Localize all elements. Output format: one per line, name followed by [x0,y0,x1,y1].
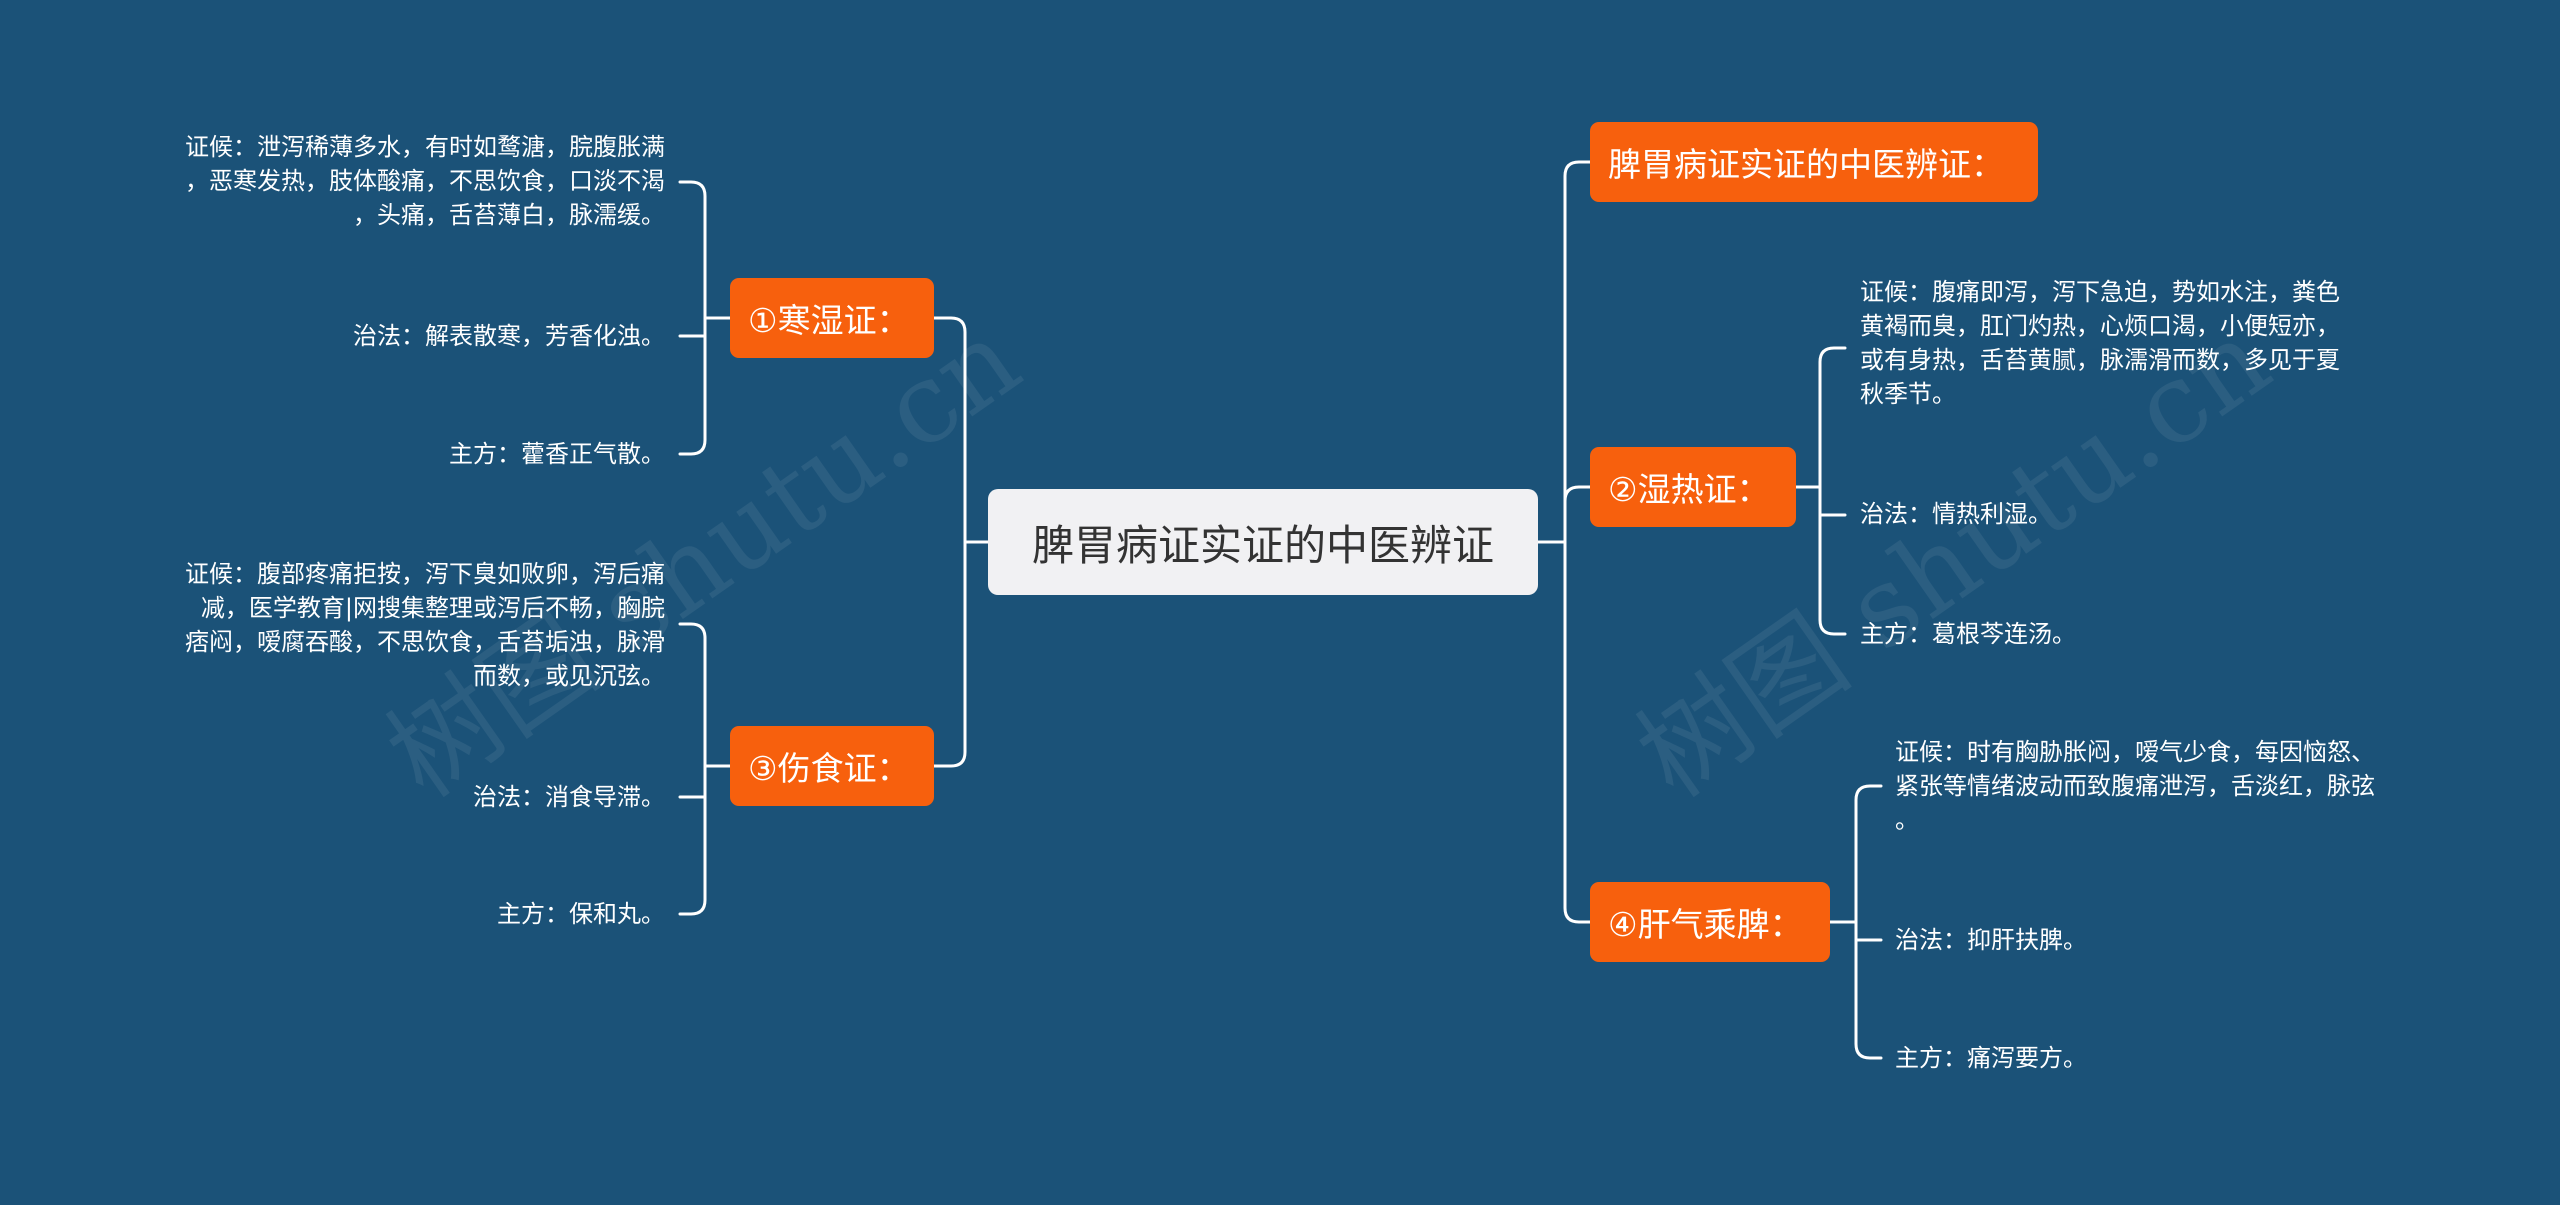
leaf-liver-spleen-prescription: 主方：痛泻要方。 [1895,1044,2087,1072]
leaf-liver-spleen-treatment: 治法：抑肝扶脾。 [1895,926,2087,954]
connector-branch3-leaf3 [678,764,707,916]
leaf-cold-damp-syndrome: 证候：泄泻稀薄多水，有时如鹜溏，脘腹胀满 ，恶寒发热，肢体酸痛，不思饮食，口淡不… [185,133,665,229]
connector-branch3-leaf2 [678,764,707,799]
leaf-damp-heat-prescription: 主方：葛根芩连汤。 [1860,620,2076,648]
connector-branch4-leaf3 [1854,920,1883,1060]
connector-left-trunk-3 [932,540,967,768]
leaf-food-retention-treatment: 治法：消食导滞。 [473,783,665,811]
leaf-food-retention-prescription: 主方：保和丸。 [497,900,665,928]
connector-branch2-leaf1 [1818,346,1847,489]
connector-right-trunk-4 [1563,540,1592,924]
connector-right-trunk-2 [1563,485,1592,544]
branch-food-retention[interactable]: ③伤食证： [730,726,934,806]
leaf-liver-spleen-syndrome: 证候：时有胸胁胀闷，嗳气少食，每因恼怒、 紧张等情绪波动而致腹痛泄泻，舌淡红，脉… [1895,738,2375,834]
connector-right-trunk-0 [1563,160,1592,544]
connector-branch1-leaf2 [678,316,707,338]
branch-damp-heat[interactable]: ②湿热证： [1590,447,1796,527]
branch-cold-damp[interactable]: ①寒湿证： [730,278,934,358]
branch-liver-spleen[interactable]: ④肝气乘脾： [1590,882,1830,962]
leaf-food-retention-syndrome: 证候：腹部疼痛拒按，泻下臭如败卵，泻后痛 减，医学教育|网搜集整理或泻后不畅，胸… [185,560,665,690]
leaf-cold-damp-prescription: 主方：藿香正气散。 [449,440,665,468]
connector-branch3-leaf1 [678,622,707,768]
connector-branch1-leaf3 [678,316,707,456]
connector-left-trunk-1 [932,316,967,544]
leaf-damp-heat-syndrome: 证候：腹痛即泻，泻下急迫，势如水注，粪色 黄褐而臭，肛门灼热，心烦口渴，小便短亦… [1860,278,2340,408]
leaf-damp-heat-treatment: 治法：情热利湿。 [1860,500,2052,528]
root-topic[interactable]: 脾胃病证实证的中医辨证 [988,489,1538,595]
connector-branch4-leaf1 [1854,784,1883,924]
connector-branch2-leaf3 [1818,485,1847,636]
leaf-cold-damp-treatment: 治法：解表散寒，芳香化浊。 [353,322,665,350]
connector-branch1-leaf1 [678,180,707,320]
branch-summary[interactable]: 脾胃病证实证的中医辨证： [1590,122,2038,202]
connector-branch2-leaf2 [1818,485,1847,517]
connector-branch4-leaf2 [1854,920,1883,942]
